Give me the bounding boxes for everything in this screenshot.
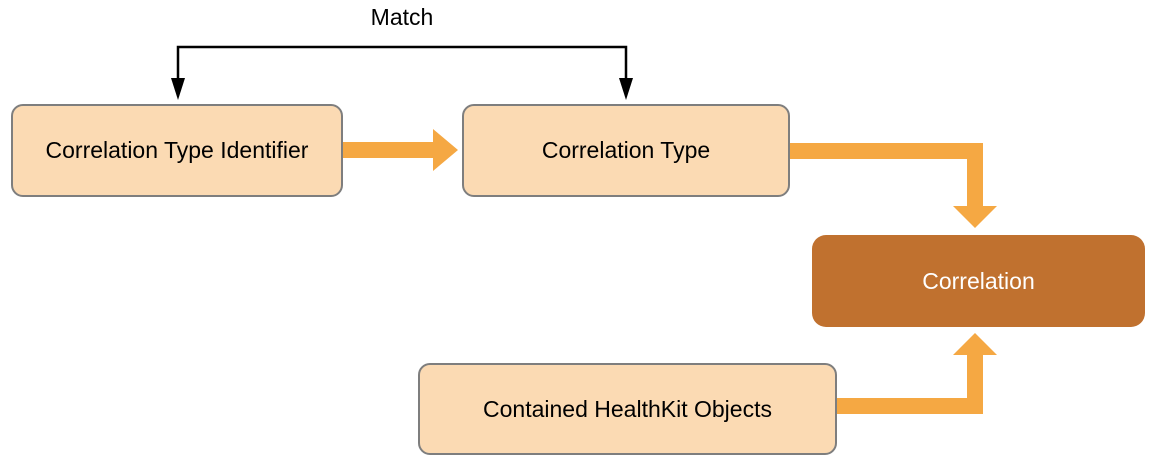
arrowhead-down-icon bbox=[619, 78, 633, 100]
match-bracket bbox=[171, 45, 633, 100]
arrow-elbow-up-icon bbox=[837, 333, 997, 414]
match-label: Match bbox=[370, 4, 434, 30]
arrow-objects-to-correlation bbox=[837, 333, 997, 414]
arrowhead-down-icon bbox=[171, 78, 185, 100]
node-label: Correlation bbox=[922, 267, 1035, 294]
node-correlation: Correlation bbox=[812, 235, 1145, 327]
node-label: Contained HealthKit Objects bbox=[483, 395, 772, 422]
node-contained-healthkit-objects: Contained HealthKit Objects bbox=[418, 363, 837, 455]
arrow-right-icon bbox=[343, 129, 458, 171]
node-correlation-type: Correlation Type bbox=[462, 104, 790, 197]
node-label: Correlation Type Identifier bbox=[45, 137, 309, 163]
arrow-elbow-down-icon bbox=[790, 143, 997, 228]
arrow-identifier-to-type bbox=[343, 129, 458, 171]
match-bracket-line bbox=[176, 45, 628, 80]
arrow-type-to-correlation bbox=[790, 143, 997, 228]
node-correlation-type-identifier: Correlation Type Identifier bbox=[11, 104, 343, 197]
node-label: Correlation Type bbox=[541, 137, 711, 163]
